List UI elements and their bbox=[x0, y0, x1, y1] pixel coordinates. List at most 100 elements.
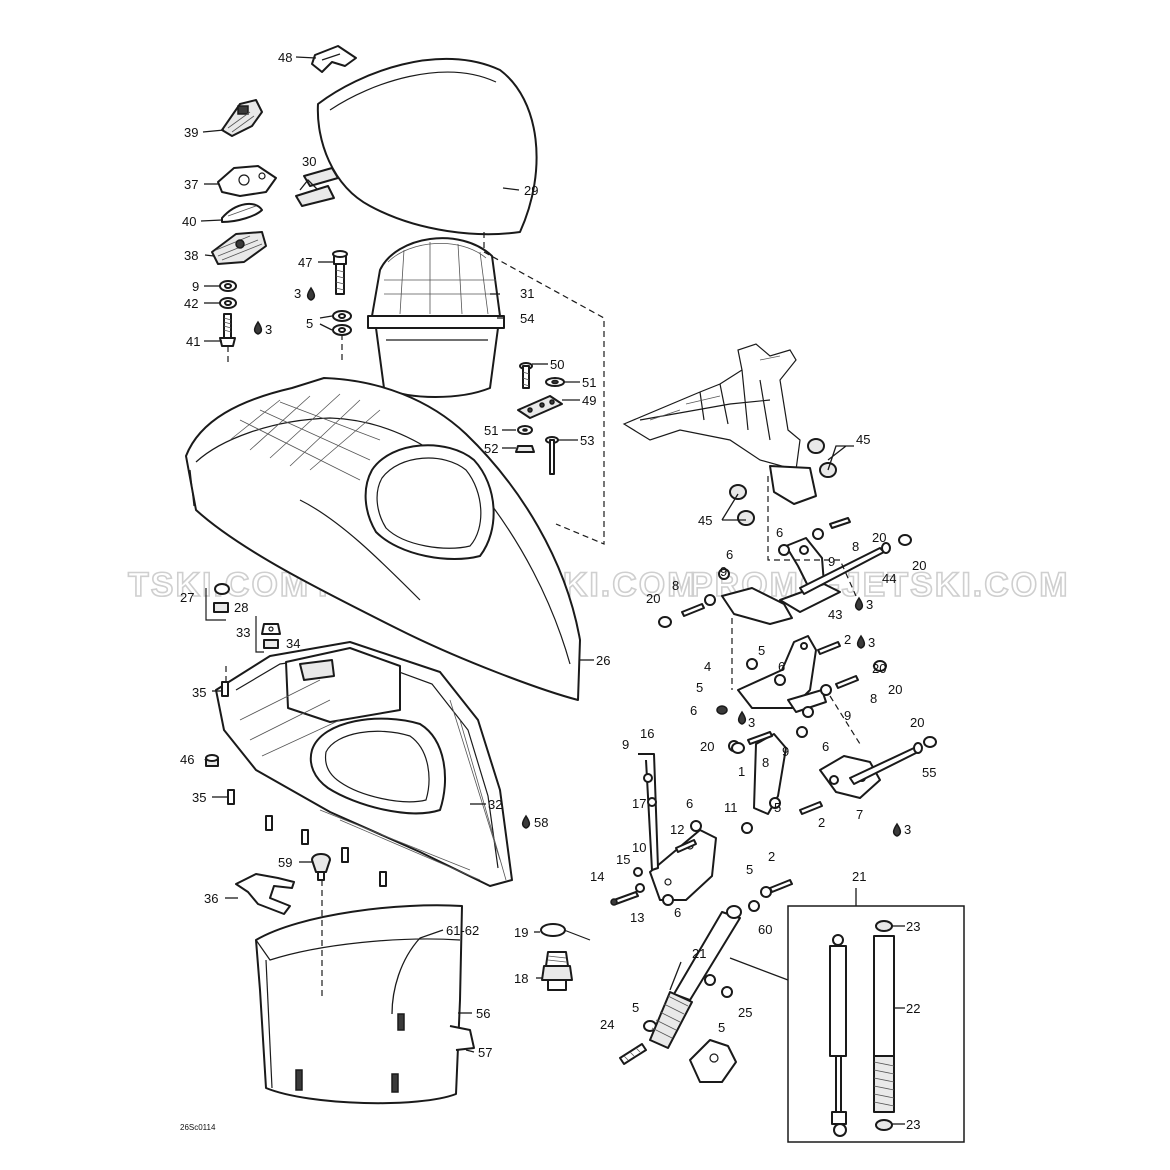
part-pads-30 bbox=[295, 167, 339, 207]
callout-3-c: 3 bbox=[866, 597, 873, 612]
drawing-code: 26Sc0114 bbox=[180, 1123, 216, 1132]
callout-6-a: 6 bbox=[776, 525, 783, 540]
callout-53: 53 bbox=[580, 433, 594, 448]
callout-5-b: 5 bbox=[758, 643, 765, 658]
callout-4: 4 bbox=[704, 659, 711, 674]
callout-28: 28 bbox=[234, 600, 248, 615]
callout-36: 36 bbox=[204, 891, 218, 906]
part-lower-bracket-4 bbox=[737, 635, 827, 713]
callout-26: 26 bbox=[596, 653, 610, 668]
drop-icon-58 bbox=[521, 814, 531, 829]
callout-20-b: 20 bbox=[912, 558, 926, 573]
callout-51-top: 51 bbox=[582, 375, 596, 390]
drop-icon-3f bbox=[892, 822, 902, 837]
part-storage-bin-31 bbox=[367, 237, 505, 398]
part-hook-36 bbox=[235, 873, 295, 915]
callout-12: 12 bbox=[670, 822, 684, 837]
drop-icon-3b bbox=[253, 320, 263, 335]
part-bolts-small bbox=[613, 517, 859, 905]
callout-6-e: 6 bbox=[822, 739, 829, 754]
part-screw-50 bbox=[519, 362, 533, 389]
leader-lines bbox=[200, 56, 905, 1125]
callout-8-d: 8 bbox=[762, 755, 769, 770]
callout-11: 11 bbox=[724, 800, 738, 815]
part-clip-48 bbox=[311, 45, 357, 73]
callout-45-top: 45 bbox=[856, 432, 870, 447]
callout-35-bottom: 35 bbox=[192, 790, 206, 805]
callout-3-left: 3 bbox=[265, 322, 272, 337]
part-bracket-lower-spring bbox=[689, 1039, 737, 1083]
part-rod-16 bbox=[638, 753, 659, 871]
callout-2-c: 2 bbox=[768, 849, 775, 864]
callout-51-bottom: 51 bbox=[484, 423, 498, 438]
part-screws-35 bbox=[221, 681, 387, 887]
callout-9-top: 9 bbox=[192, 279, 199, 294]
callout-14: 14 bbox=[590, 869, 604, 884]
callout-47: 47 bbox=[298, 255, 312, 270]
part-washer-51-top bbox=[545, 377, 565, 387]
part-bracket-10 bbox=[649, 829, 717, 901]
callout-5-e: 5 bbox=[746, 862, 753, 877]
callout-54: 54 bbox=[520, 311, 534, 326]
callout-55: 55 bbox=[922, 765, 936, 780]
part-washer-51-bottom bbox=[517, 425, 533, 435]
callout-61-62: 61-62 bbox=[446, 923, 479, 938]
part-bolt-44 bbox=[799, 542, 891, 595]
callout-58: 58 bbox=[534, 815, 548, 830]
callout-25: 25 bbox=[738, 1005, 752, 1020]
bracket-33-34 bbox=[255, 616, 264, 653]
part-washer-42 bbox=[219, 297, 237, 309]
part-plate-1 bbox=[753, 733, 787, 815]
callout-48: 48 bbox=[278, 50, 292, 65]
assembly-lines bbox=[225, 232, 861, 1000]
callout-27: 27 bbox=[180, 590, 194, 605]
callout-5-d: 5 bbox=[774, 800, 781, 815]
part-bolt-55 bbox=[849, 742, 923, 785]
part-handlebar-support bbox=[622, 343, 817, 505]
part-knob-59 bbox=[311, 853, 331, 881]
part-cap-23 bbox=[875, 920, 893, 1131]
part-nut-34 bbox=[263, 639, 279, 649]
callout-35-top: 35 bbox=[192, 685, 206, 700]
part-bolt-47 bbox=[332, 250, 348, 295]
callout-20-d: 20 bbox=[872, 661, 886, 676]
callout-57: 57 bbox=[478, 1045, 492, 1060]
callout-3-d: 3 bbox=[868, 635, 875, 650]
part-nut-27 bbox=[214, 583, 230, 595]
drop-icon-3e bbox=[737, 710, 747, 725]
callout-60: 60 bbox=[758, 922, 772, 937]
callout-33: 33 bbox=[236, 625, 250, 640]
callout-17: 17 bbox=[632, 796, 646, 811]
callout-31: 31 bbox=[520, 286, 534, 301]
part-bushings-45 bbox=[729, 438, 837, 526]
inset-frame-21 bbox=[787, 905, 965, 1143]
part-seal-40 bbox=[221, 202, 263, 223]
callout-2-a: 2 bbox=[844, 632, 851, 647]
drop-icon-3d bbox=[856, 634, 866, 649]
callout-3-top: 3 bbox=[294, 286, 301, 301]
callout-42: 42 bbox=[184, 296, 198, 311]
part-washers-5-top bbox=[332, 310, 352, 336]
callout-20-f: 20 bbox=[700, 739, 714, 754]
callout-20-c: 20 bbox=[646, 591, 660, 606]
callout-22: 22 bbox=[906, 1001, 920, 1016]
callout-6-f: 6 bbox=[686, 796, 693, 811]
callout-21-top: 21 bbox=[852, 869, 866, 884]
part-gas-spring-21-inset bbox=[829, 934, 847, 1137]
callout-9-f: 9 bbox=[782, 744, 789, 759]
drop-icon-3a bbox=[306, 286, 316, 301]
callout-49: 49 bbox=[582, 393, 596, 408]
callout-50: 50 bbox=[550, 357, 564, 372]
callout-6-c: 6 bbox=[778, 659, 785, 674]
callout-23-top: 23 bbox=[906, 919, 920, 934]
callout-45-bottom: 45 bbox=[698, 513, 712, 528]
drop-icon-3c bbox=[854, 596, 864, 611]
part-liner-32 bbox=[215, 641, 513, 887]
callout-44: 44 bbox=[882, 571, 896, 586]
callout-52: 52 bbox=[484, 441, 498, 456]
callout-9-e: 9 bbox=[622, 737, 629, 752]
callout-56: 56 bbox=[476, 1006, 490, 1021]
callout-39: 39 bbox=[184, 125, 198, 140]
callout-6-g: 6 bbox=[674, 905, 681, 920]
part-screw-24 bbox=[619, 1043, 647, 1065]
